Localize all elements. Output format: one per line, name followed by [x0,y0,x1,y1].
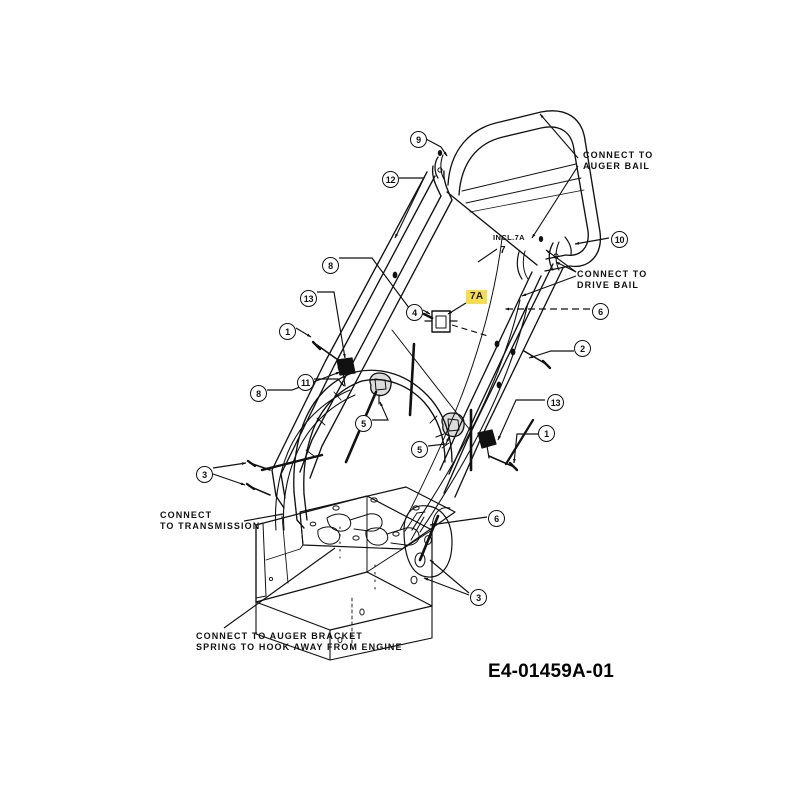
callout-bubble-1[interactable]: 1 [279,323,296,340]
callout-bubble-8[interactable]: 8 [250,385,267,402]
callout-bubble-13[interactable]: 13 [300,290,317,307]
callout-bubble-12[interactable]: 12 [382,171,399,188]
drawing-number: E4-01459A-01 [488,661,614,682]
note-connect-to-auger-bail: CONNECT TO AUGER BAIL [583,150,653,171]
note-line-1: CONNECT [160,510,213,520]
callout-bubble-13[interactable]: 13 [547,394,564,411]
inclusion-note-line-2: 7 [500,245,506,256]
callout-bubble-8[interactable]: 8 [322,257,339,274]
callout-bubble-5[interactable]: 5 [355,415,372,432]
callout-bubble-3[interactable]: 3 [470,589,487,606]
callout-bubble-9[interactable]: 9 [410,131,427,148]
note-line-2: TO TRANSMISSION [160,520,261,531]
callout-bubble-4[interactable]: 4 [406,304,423,321]
handle-frame-outline [245,110,602,661]
note-line-2: SPRING TO HOOK AWAY FROM ENGINE [196,641,403,652]
note-connect-to-transmission: CONNECT TO TRANSMISSION [160,510,260,531]
note-connect-to-auger-bracket: CONNECT TO AUGER BRACKET SPRING TO HOOK … [196,631,403,652]
note-line-2: DRIVE BAIL [577,279,640,290]
note-line-1: CONNECT TO AUGER BRACKET [196,631,363,641]
callout-bubble-2[interactable]: 2 [574,340,591,357]
callout-bubble-3[interactable]: 3 [196,466,213,483]
callout-bubble-1[interactable]: 1 [538,425,555,442]
note-line-1: CONNECT TO [583,150,654,160]
callout-bubble-11[interactable]: 11 [297,374,314,391]
callout-bubble-10[interactable]: 10 [611,231,628,248]
inclusion-note-part: 7 [500,245,506,257]
note-line-2: AUGER BAIL [583,160,650,171]
callout-bubble-6[interactable]: 6 [592,303,609,320]
inclusion-note-line-1: INCL.7A [493,233,525,242]
note-line-1: CONNECT TO [577,269,648,279]
callout-leader-lines [212,113,610,629]
highlighted-part-label-7a[interactable]: 7A [466,290,488,304]
inclusion-note: INCL.7A [493,233,525,243]
callout-bubble-6[interactable]: 6 [488,510,505,527]
callout-bubble-5[interactable]: 5 [411,441,428,458]
note-connect-to-drive-bail: CONNECT TO DRIVE BAIL [577,269,647,290]
